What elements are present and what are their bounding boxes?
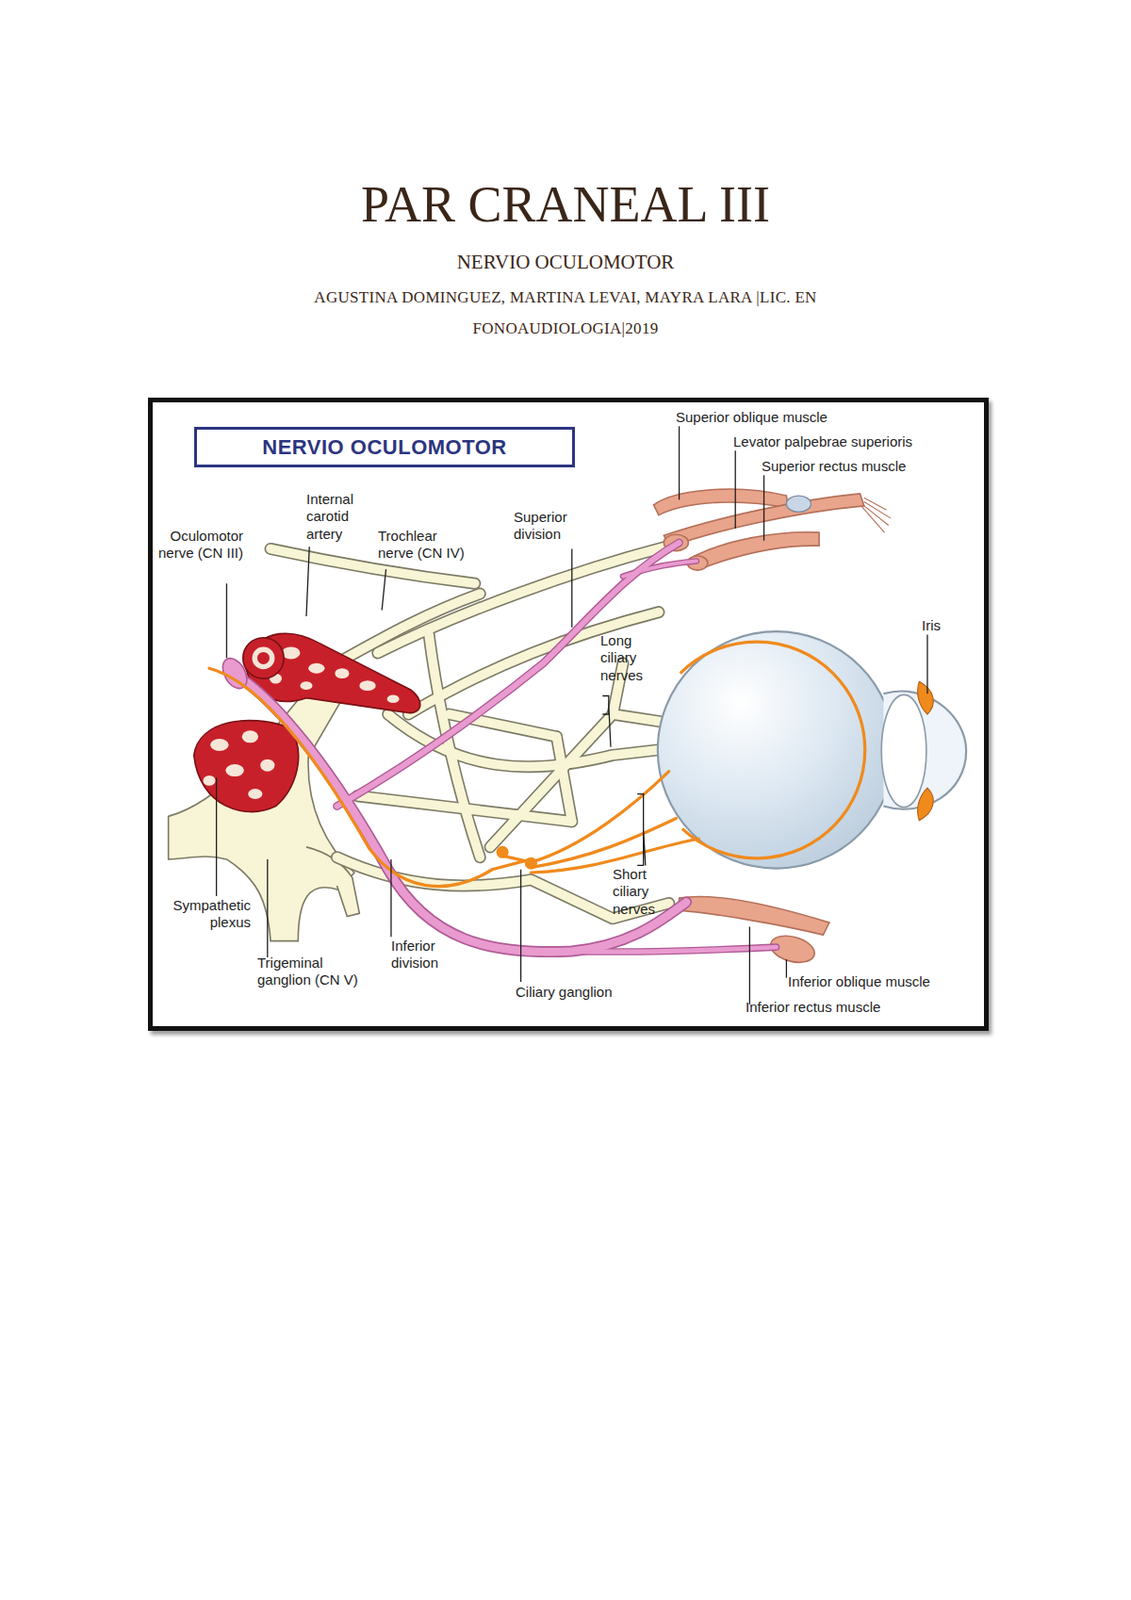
part-label: Trochlear nerve (CN IV) xyxy=(377,527,473,563)
part-label: Inferior division xyxy=(391,937,458,973)
part-label: Trigeminal ganglion (CN V) xyxy=(257,954,366,990)
page-title: PAR CRANEAL III xyxy=(0,177,1131,233)
part-label: Levator palpebrae superioris xyxy=(733,433,913,451)
title-box: NERVIO OCULOMOTOR xyxy=(194,426,575,468)
authors-line: AGUSTINA DOMINGUEZ, MARTINA LEVAI, MAYRA… xyxy=(230,281,901,345)
subtitle: NERVIO OCULOMOTOR xyxy=(0,250,1131,275)
part-label: Inferior oblique muscle xyxy=(787,973,931,991)
part-label: Sympathetic plexus xyxy=(161,897,251,933)
part-label: Long ciliary nerves xyxy=(600,632,653,685)
part-label: Oculomotor nerve (CN III) xyxy=(150,527,244,563)
part-label: Iris xyxy=(921,617,941,635)
box-title: NERVIO OCULOMOTOR xyxy=(262,435,507,460)
part-label: Superior division xyxy=(513,508,585,544)
part-label: Superior rectus muscle xyxy=(761,458,906,476)
part-label: Ciliary ganglion xyxy=(515,983,613,1001)
part-label: Superior oblique muscle xyxy=(675,409,828,427)
part-label: Inferior rectus muscle xyxy=(745,999,881,1017)
part-label: Internal carotid artery xyxy=(306,491,373,543)
oculomotor-illustration xyxy=(147,397,989,1032)
part-label: Short ciliary nerves xyxy=(612,866,665,918)
